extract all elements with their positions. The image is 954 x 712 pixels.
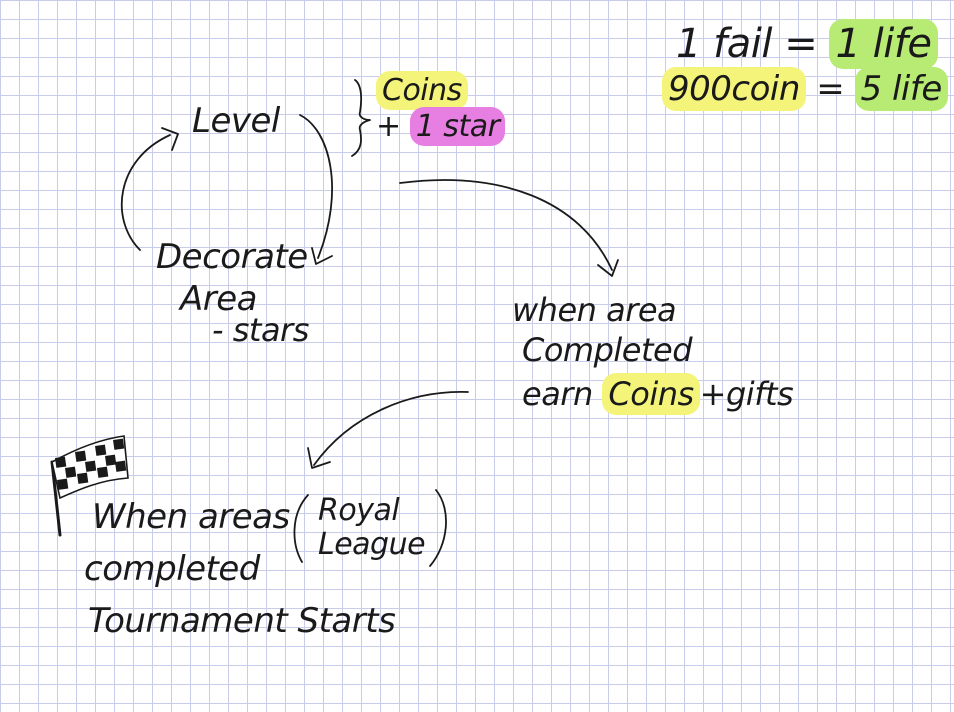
area-line2: Completed	[522, 331, 693, 369]
reward-coins: Coins	[376, 71, 468, 110]
decorate-line1: Decorate	[156, 237, 308, 277]
level-label: Level	[192, 101, 280, 141]
decorate-line3: - stars	[212, 311, 309, 349]
tournament-line1: When areas	[92, 497, 290, 537]
arrow-reward-to-area-head	[597, 259, 619, 277]
decorate-line2: Area	[180, 279, 258, 319]
tournament-line3: Tournament Starts	[88, 601, 396, 641]
arrow-reward-to-area	[399, 179, 613, 271]
royal-line2: League	[318, 527, 426, 562]
arrow-area-to-tournament	[313, 391, 469, 466]
paren-right	[429, 489, 447, 567]
reward-plus: +	[376, 109, 401, 144]
rule-coin-life: 900coin = 5 life	[662, 67, 948, 111]
rule-five-life-highlight: 5 life	[854, 67, 948, 111]
rule-fail-text: 1 fail =	[676, 21, 818, 67]
reward-coins-highlight: Coins	[376, 71, 468, 110]
arrow-decorate-to-level	[120, 134, 171, 251]
arrow-decorate-to-level-head	[161, 127, 179, 151]
area-gifts: +gifts	[699, 375, 794, 413]
area-line3: earn Coins+gifts	[522, 373, 794, 415]
paren-left	[293, 494, 309, 563]
rule-coin-highlight: 900coin	[662, 67, 806, 111]
rule-one-life-highlight: 1 life	[829, 19, 938, 69]
area-line1: when area	[512, 291, 677, 329]
royal-line1: Royal	[318, 493, 400, 528]
rule-equals: =	[816, 69, 845, 109]
checkered-flag-icon	[50, 435, 129, 537]
tournament-line2: completed	[84, 549, 260, 589]
reward-star-highlight: 1 star	[409, 107, 506, 146]
arrow-level-to-decorate	[299, 114, 333, 259]
arrow-level-to-decorate-head	[311, 247, 333, 265]
reward-star: + 1 star	[376, 107, 506, 146]
arrow-area-to-tournament-head	[307, 447, 331, 469]
area-coins-highlight: Coins	[602, 373, 700, 415]
rule-fail-life: 1 fail = 1 life	[676, 19, 938, 69]
brace-icon	[351, 79, 371, 157]
area-earn: earn	[522, 375, 593, 413]
